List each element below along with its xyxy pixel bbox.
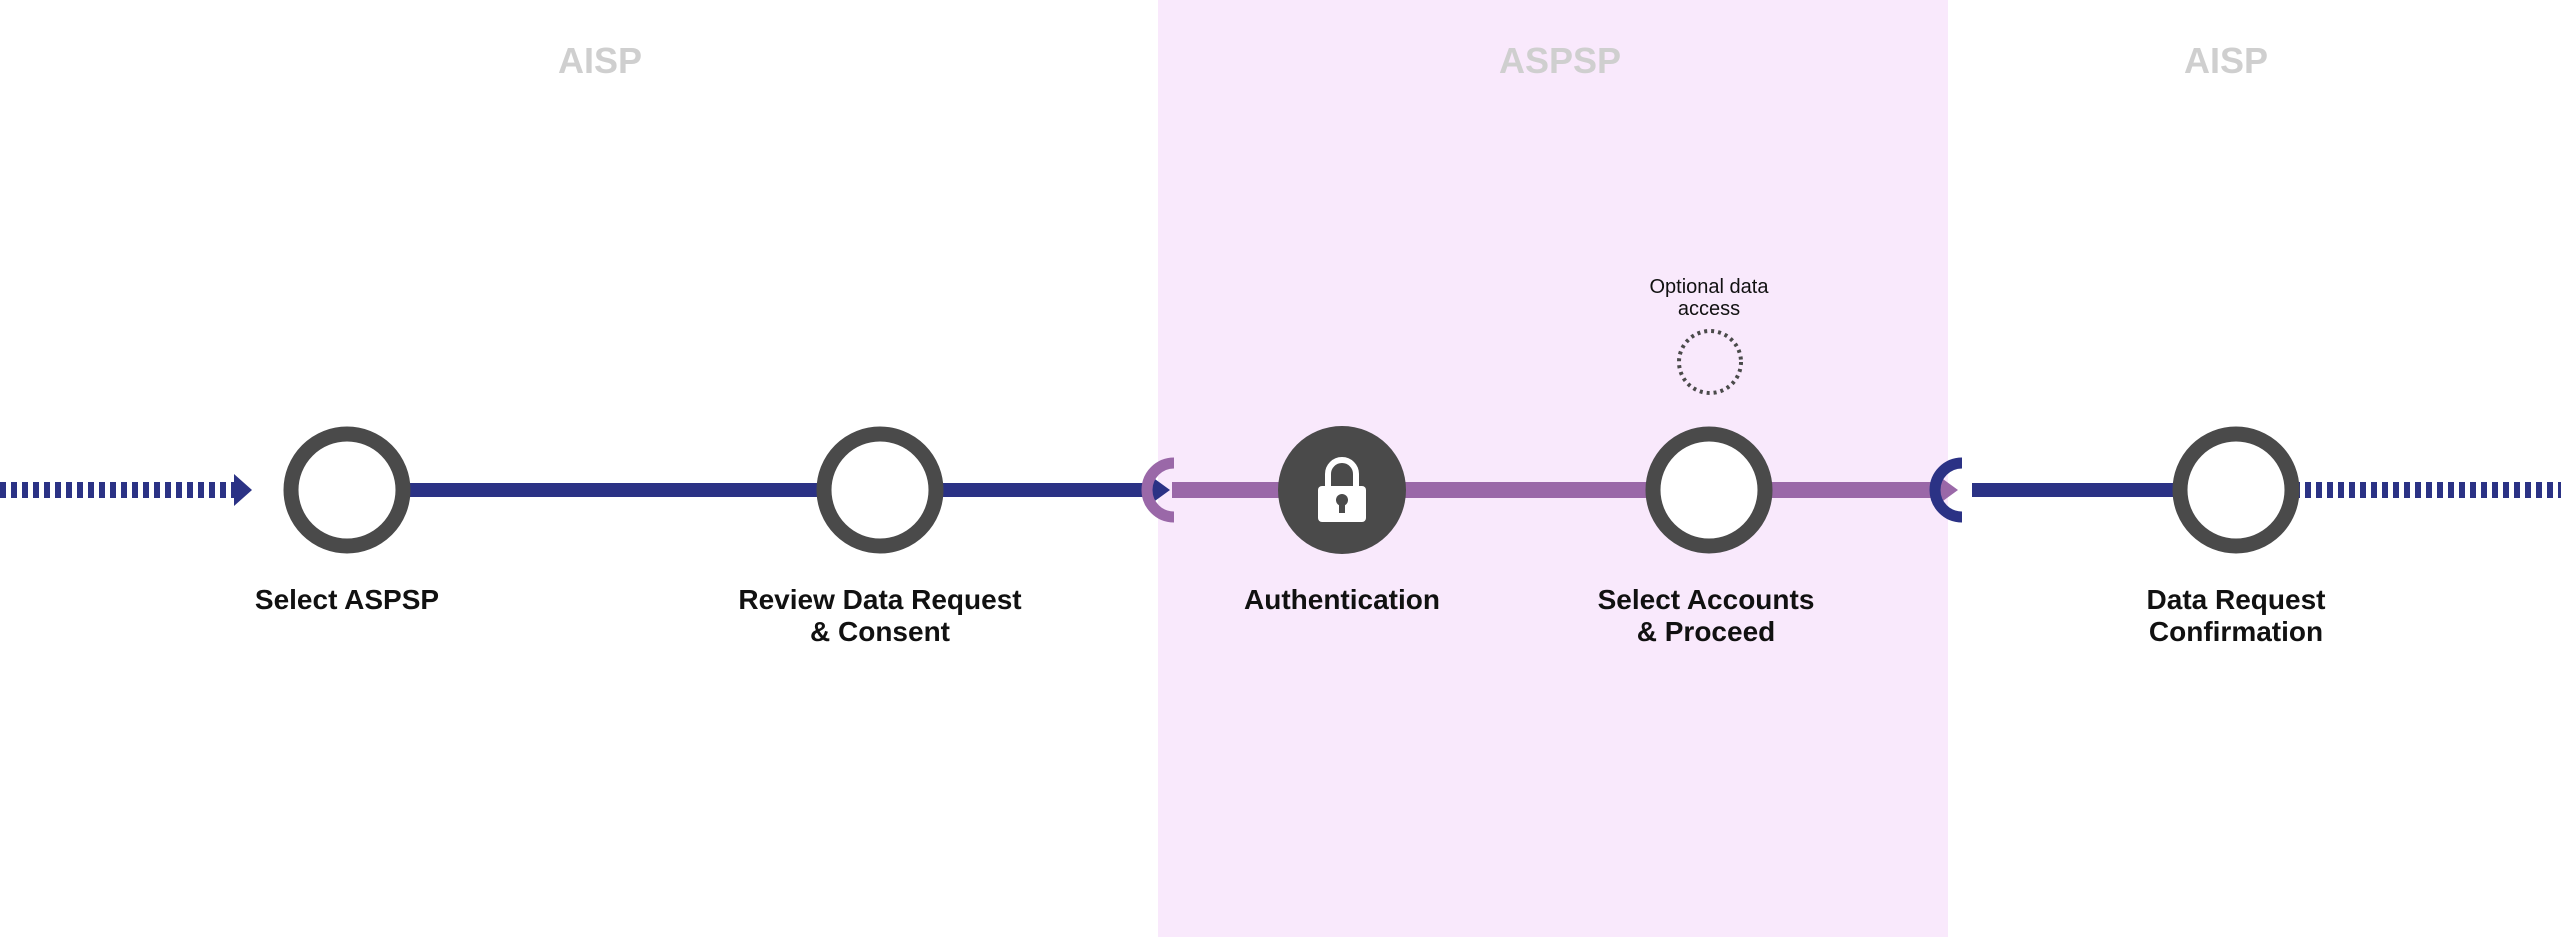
handoff-ring-aspsp-to-aisp xyxy=(1929,457,1963,523)
optional-step-node xyxy=(1677,329,1743,395)
step-node-select-accounts xyxy=(1645,426,1773,554)
step-label-review-data-request: Review Data Request & Consent xyxy=(738,584,1022,647)
lock-icon xyxy=(1318,457,1366,522)
step-node-select-aspsp xyxy=(283,426,411,554)
zone-title-aspsp: ASPSP xyxy=(1498,40,1622,81)
step-label-data-request-confirmation: Data Request Confirmation xyxy=(2146,584,2326,647)
entry-arrowhead xyxy=(234,474,252,506)
aspsp-zone-background xyxy=(1158,0,1948,937)
step-label-select-aspsp: Select ASPSP xyxy=(254,584,440,615)
step-label-select-accounts: Select Accounts & Proceed xyxy=(1597,584,1815,647)
step-label-authentication: Authentication xyxy=(1244,584,1440,615)
zone-title-aisp-right: AISP xyxy=(2183,40,2269,81)
step-node-data-request-confirmation xyxy=(2172,426,2300,554)
optional-step-label: Optional data access xyxy=(1649,276,1769,320)
zone-title-aisp-left: AISP xyxy=(557,40,643,81)
step-node-review-data-request xyxy=(816,426,944,554)
handoff-ring-aisp-to-aspsp xyxy=(1141,457,1175,523)
